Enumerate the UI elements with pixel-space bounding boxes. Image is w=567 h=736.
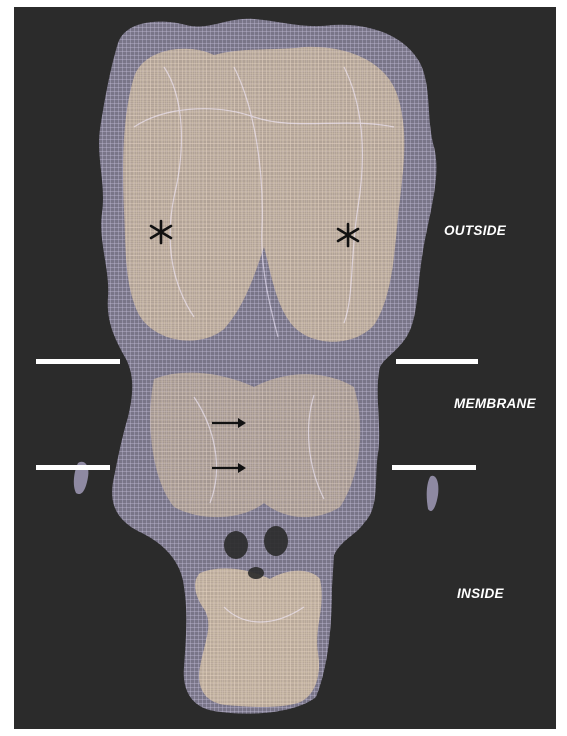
membrane-top-right-line [396,359,478,364]
figure-frame: OUTSIDE MEMBRANE INSIDE [14,7,556,729]
membrane-bottom-right-line [392,465,476,470]
label-outside: OUTSIDE [444,223,506,238]
membrane-top-left-line [36,359,120,364]
density-map-render [14,7,556,729]
label-inside: INSIDE [457,586,504,601]
membrane-bottom-left-line [36,465,110,470]
label-membrane: MEMBRANE [454,396,536,411]
